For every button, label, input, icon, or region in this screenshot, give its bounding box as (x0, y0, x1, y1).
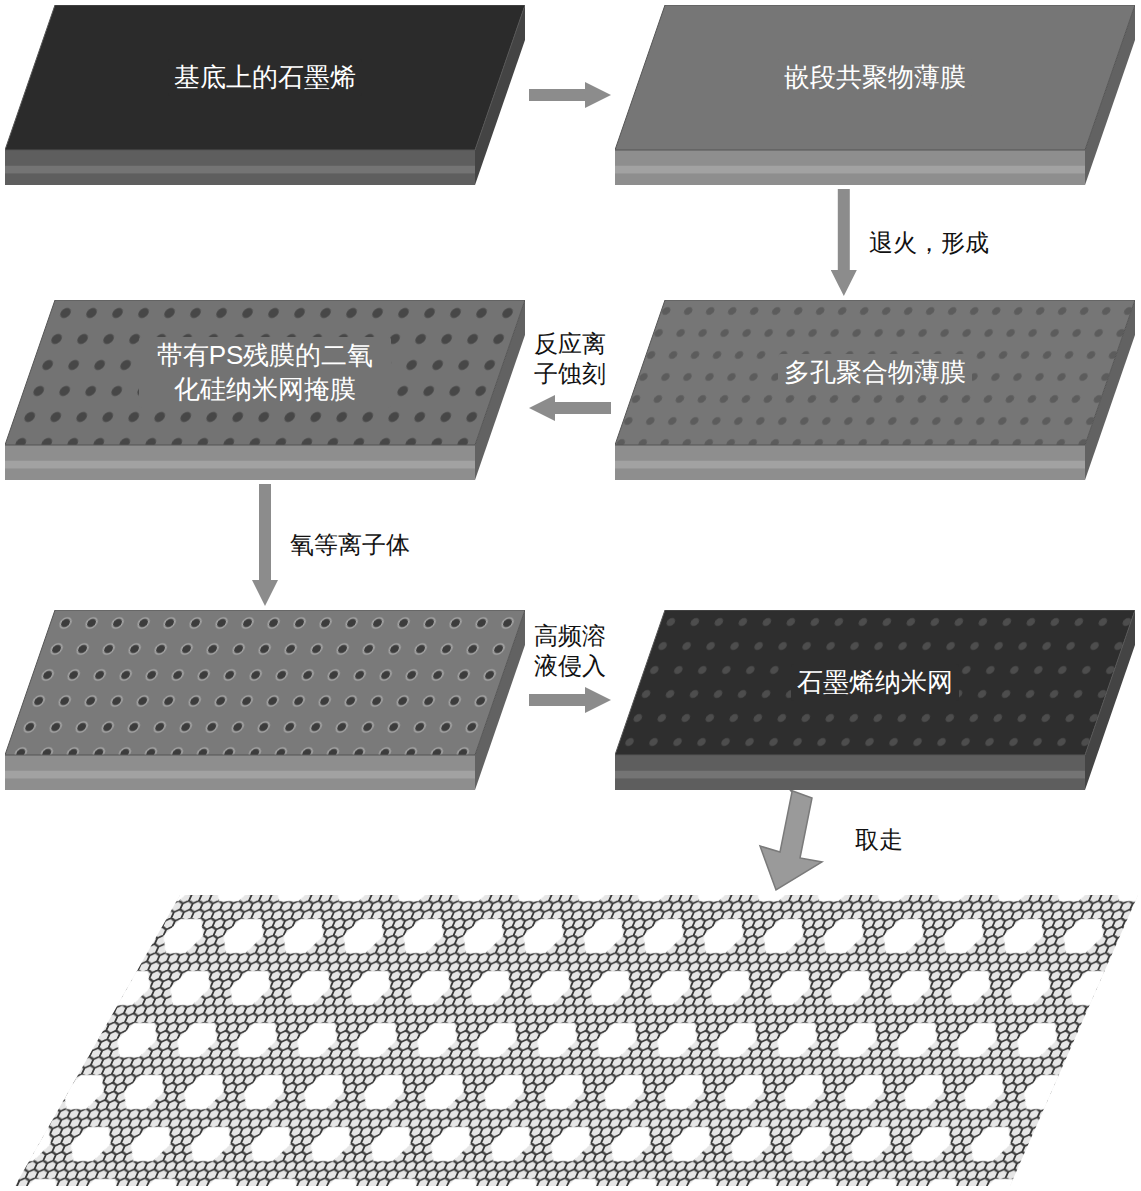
process-arrow (259, 484, 271, 580)
process-slab: 基底上的石墨烯 (5, 5, 525, 185)
slab-layer-band (5, 166, 475, 174)
slab-top (5, 300, 525, 445)
slab-label: 基底上的石墨烯 (168, 59, 362, 97)
slab-front (615, 445, 1085, 480)
process-arrow (529, 694, 585, 706)
slab-label: 带有PS残膜的二氧化硅纳米网掩膜 (139, 337, 391, 409)
slab-front (615, 150, 1085, 185)
slab-shape (615, 5, 1135, 185)
step-label: 反应离子蚀刻 (525, 328, 615, 390)
step-label: 取走 (852, 824, 906, 856)
slab-layer-band (615, 461, 1085, 469)
slab-front (615, 755, 1085, 790)
process-arrow (555, 402, 611, 414)
slab-top-face: 石墨烯纳米网 (665, 610, 1085, 755)
slab-label: 嵌段共聚物薄膜 (778, 59, 972, 97)
slab-top-face: 基底上的石墨烯 (55, 5, 475, 150)
mesh-sheet (0, 890, 1141, 1190)
slab-top-face: 多孔聚合物薄膜 (665, 300, 1085, 445)
slab-label: 多孔聚合物薄膜 (778, 354, 972, 392)
process-arrow (838, 189, 850, 270)
slab-shape (5, 300, 525, 480)
slab-side (1085, 300, 1135, 480)
slab-front (5, 445, 475, 480)
slab-side (475, 5, 525, 185)
slab-label: 石墨烯纳米网 (791, 664, 959, 702)
slab-front (5, 755, 475, 790)
slab-side (475, 610, 525, 790)
slab-top (615, 5, 1135, 150)
slab-top (5, 5, 525, 150)
slab-side (475, 300, 525, 480)
slab-top (615, 300, 1135, 445)
slab-shape (615, 300, 1135, 480)
process-slab: 石墨烯纳米网 (615, 610, 1135, 790)
slab-layer-band (615, 771, 1085, 779)
slab-shape (5, 610, 525, 790)
slab-side (1085, 5, 1135, 185)
slab-layer-band (615, 166, 1085, 174)
step-label: 氧等离子体 (287, 529, 413, 561)
process-slab (5, 610, 525, 790)
slab-shape (615, 610, 1135, 790)
process-arrow (529, 89, 585, 101)
slab-top (615, 610, 1135, 755)
take-away-arrow (760, 790, 822, 890)
process-slab: 多孔聚合物薄膜 (615, 300, 1135, 480)
step-label: 退火，形成 (866, 227, 992, 259)
slab-shape (5, 5, 525, 185)
slab-layer-band (5, 771, 475, 779)
slab-top-face (55, 610, 475, 755)
slab-side (1085, 610, 1135, 790)
slab-layer-band (5, 461, 475, 469)
step-label: 高频溶液侵入 (525, 620, 615, 682)
slab-top-face: 带有PS残膜的二氧化硅纳米网掩膜 (55, 300, 475, 445)
process-slab: 带有PS残膜的二氧化硅纳米网掩膜 (5, 300, 525, 480)
slab-front (5, 150, 475, 185)
process-slab: 嵌段共聚物薄膜 (615, 5, 1135, 185)
slab-top (5, 610, 525, 755)
slab-top-face: 嵌段共聚物薄膜 (665, 5, 1085, 150)
